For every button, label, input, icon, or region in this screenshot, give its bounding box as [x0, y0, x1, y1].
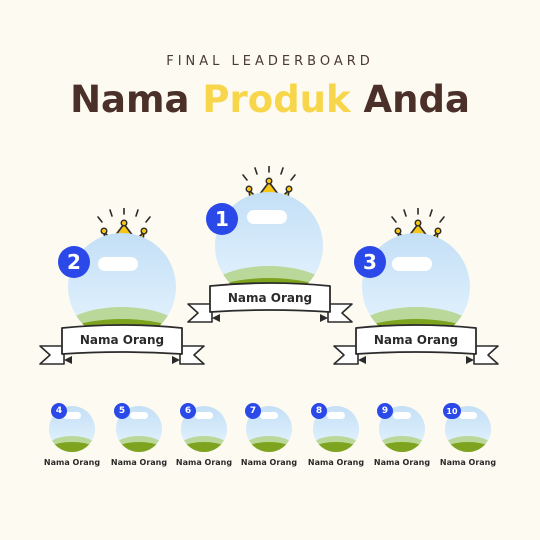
runner-name-9: Nama Orang: [373, 458, 431, 467]
title-highlight: Produk: [202, 78, 351, 121]
podium-name-2: Nama Orang: [79, 333, 165, 347]
name-banner-rank-2: Nama Orang: [38, 324, 206, 368]
runner-name-4: Nama Orang: [43, 458, 101, 467]
podium-name-3: Nama Orang: [373, 333, 459, 347]
avatar-rank-7: [246, 406, 292, 452]
runner-name-7: Nama Orang: [240, 458, 298, 467]
podium-name-1: Nama Orang: [227, 291, 313, 305]
runner-name-5: Nama Orang: [110, 458, 168, 467]
avatar-rank-4: [49, 406, 95, 452]
rank-badge-7: 7: [245, 403, 261, 419]
rank-badge-3: 3: [354, 246, 386, 278]
rank-badge-10: 10: [443, 403, 461, 419]
name-banner-rank-1: Nama Orang: [186, 282, 354, 326]
rank-badge-2: 2: [58, 246, 90, 278]
title-part-2: Anda: [350, 78, 470, 121]
title-part-1: Nama: [70, 78, 203, 121]
page-title: Nama Produk Anda: [0, 78, 540, 121]
rank-badge-1: 1: [206, 203, 238, 235]
avatar-rank-9: [379, 406, 425, 452]
runner-name-8: Nama Orang: [307, 458, 365, 467]
rank-badge-4: 4: [51, 403, 67, 419]
name-banner-rank-3: Nama Orang: [332, 324, 500, 368]
rank-badge-6: 6: [180, 403, 196, 419]
runner-name-10: Nama Orang: [439, 458, 497, 467]
leaderboard-subtitle: FINAL LEADERBOARD: [166, 54, 374, 69]
runner-name-6: Nama Orang: [175, 458, 233, 467]
rank-badge-8: 8: [311, 403, 327, 419]
rank-badge-9: 9: [377, 403, 393, 419]
rank-badge-5: 5: [114, 403, 130, 419]
